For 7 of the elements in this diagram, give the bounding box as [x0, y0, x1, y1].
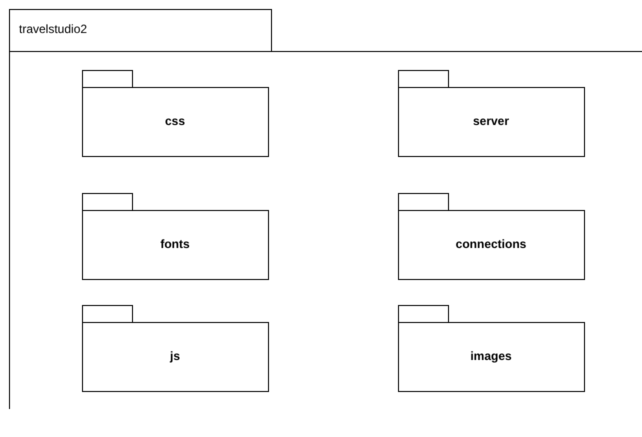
package-name: travelstudio2 [19, 22, 88, 36]
package-name: server [472, 114, 510, 128]
package-name: css [164, 114, 186, 128]
package-name: js [170, 348, 180, 362]
package-name: images [470, 348, 512, 362]
package-name: connections [456, 236, 526, 250]
package-name: fonts [160, 236, 190, 250]
